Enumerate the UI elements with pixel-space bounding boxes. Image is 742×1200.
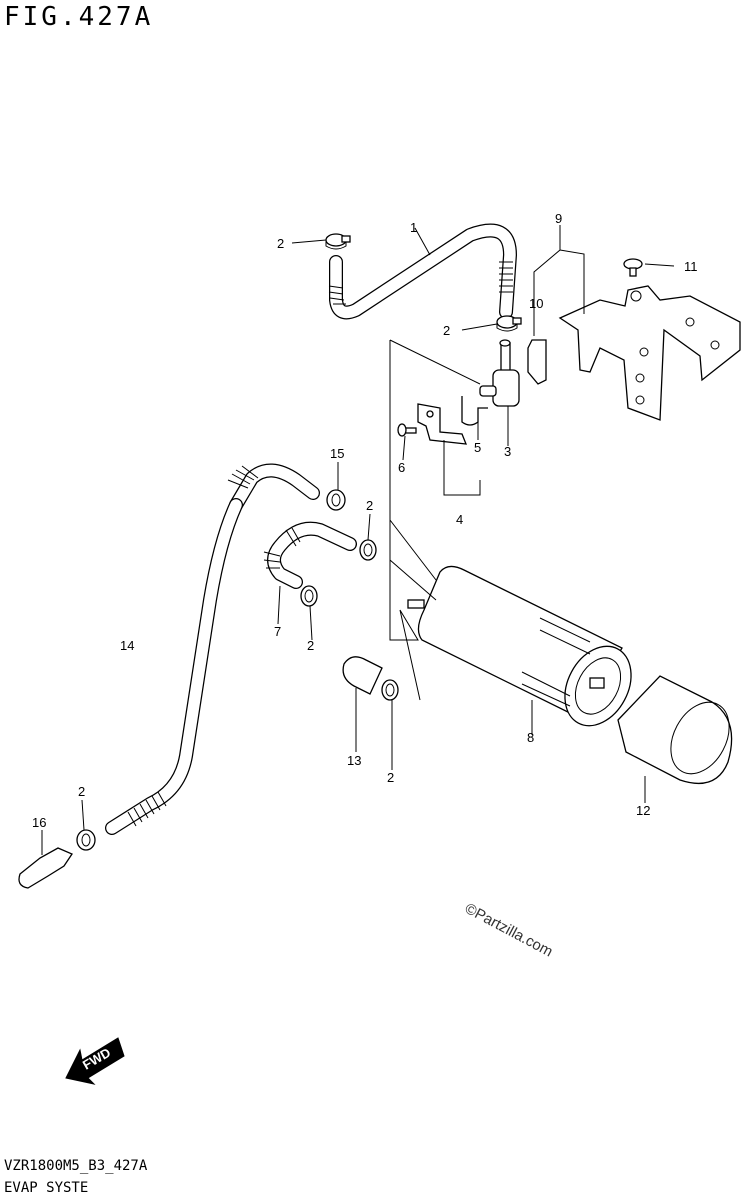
clamp-2-low[interactable]: [381, 679, 399, 701]
valve-3[interactable]: [479, 339, 520, 407]
callout-15: 15: [330, 446, 344, 461]
joint-16[interactable]: [18, 847, 73, 889]
callout-16: 16: [32, 815, 46, 830]
callout-7: 7: [274, 624, 281, 639]
fwd-arrow-icon: FWD: [65, 1037, 125, 1085]
hose-13[interactable]: [342, 656, 383, 695]
clamp-2-top-left[interactable]: [325, 233, 351, 250]
hose-15[interactable]: [229, 463, 320, 512]
clamp-2-bottom[interactable]: [76, 829, 96, 851]
callout-3: 3: [504, 444, 511, 459]
clamp-2-mid-upper[interactable]: [359, 539, 377, 561]
hose-14[interactable]: [105, 465, 259, 835]
callout-12: 12: [636, 803, 650, 818]
callout-8: 8: [527, 730, 534, 745]
callout-2-upper-right: 2: [443, 323, 450, 338]
callout-2: 2: [277, 236, 284, 251]
bracket-5[interactable]: [461, 396, 488, 426]
bolt-11[interactable]: [623, 258, 643, 277]
clamp-2-mid-lower[interactable]: [300, 585, 318, 607]
clamp-15[interactable]: [326, 489, 346, 511]
bracket-4[interactable]: [417, 403, 468, 445]
callout-9: 9: [555, 211, 562, 226]
callout-10: 10: [529, 296, 543, 311]
hose-7[interactable]: [263, 521, 357, 589]
leader-lines: [41, 225, 675, 855]
callout-4: 4: [456, 512, 463, 527]
callout-1: 1: [410, 220, 417, 235]
callout-2-low: 2: [387, 770, 394, 785]
clamp-2-top-right[interactable]: [496, 315, 522, 332]
callout-11: 11: [684, 259, 698, 274]
bracket-9[interactable]: [558, 285, 741, 421]
canister-8[interactable]: [407, 565, 644, 737]
footer-name: EVAP SYSTE: [4, 1180, 89, 1196]
callout-2-mid: 2: [366, 498, 373, 513]
figure-title: FIG.427A: [4, 2, 154, 32]
screw-6[interactable]: [397, 423, 417, 437]
footer-code: VZR1800M5_B3_427A: [4, 1158, 148, 1174]
callout-2-bottom: 2: [78, 784, 85, 799]
callout-14: 14: [120, 638, 134, 653]
cover-12[interactable]: [617, 675, 741, 785]
callout-6: 6: [398, 460, 405, 475]
callout-13: 13: [347, 753, 361, 768]
callout-5: 5: [474, 440, 481, 455]
callout-2-lower-mid: 2: [307, 638, 314, 653]
hose-1[interactable]: [328, 223, 517, 320]
clip-10[interactable]: [527, 339, 547, 385]
